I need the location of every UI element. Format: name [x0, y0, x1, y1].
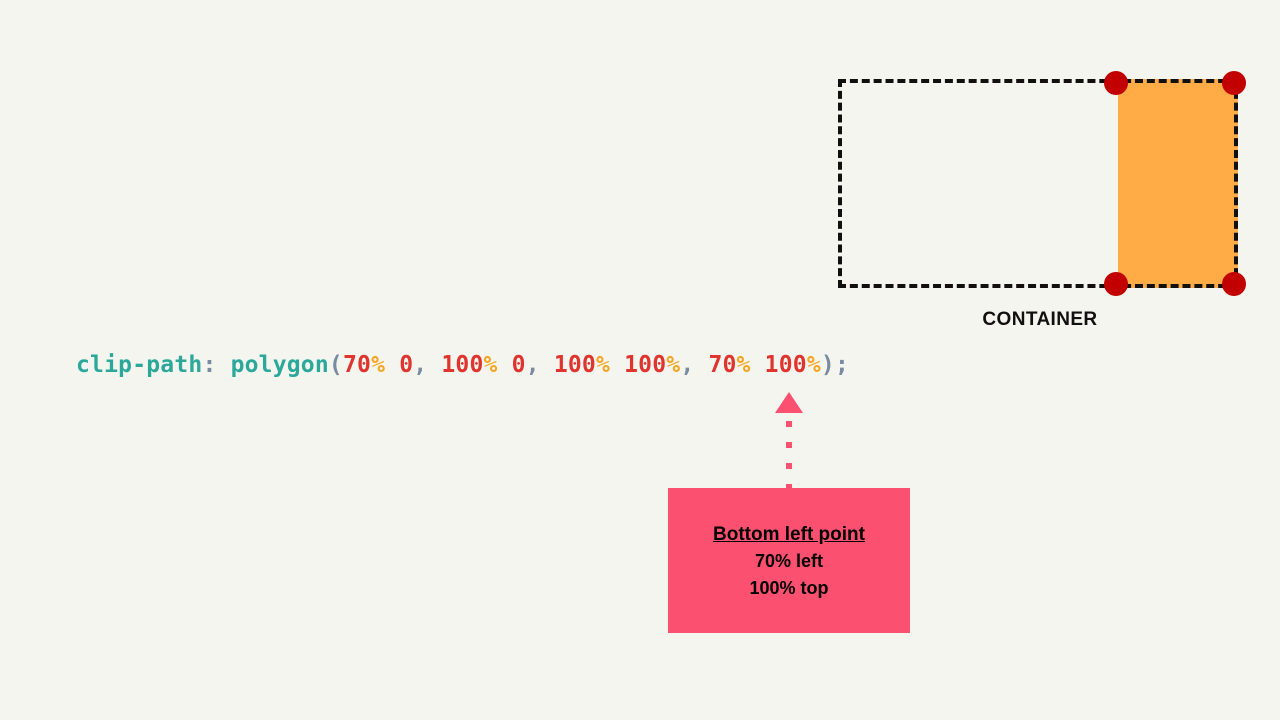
callout-stem-dot [786, 484, 792, 490]
code-token-num-6: 100 [624, 352, 667, 378]
code-token-open-paren: ( [328, 352, 343, 378]
code-token-sep-4 [751, 352, 765, 378]
vertex-dot-top-left[interactable] [1104, 71, 1129, 95]
tooltip-top-value: 100% top [749, 577, 829, 598]
code-token-num-3: 100 [441, 352, 484, 378]
code-token-unit-7: % [736, 352, 751, 378]
code-token-semicolon: ; [834, 352, 850, 378]
code-token-colon: : [202, 352, 217, 378]
vertex-dot-bottom-left[interactable] [1104, 272, 1129, 296]
code-token-property: clip-path [76, 352, 203, 378]
code-token-sep-2 [498, 352, 512, 378]
code-token-num-1: 70 [342, 352, 372, 378]
code-token-comma-2: , [525, 352, 554, 378]
callout-stem-dot [786, 421, 792, 427]
code-token-unit-3: % [483, 352, 498, 378]
clip-path-code-line: clip-path: polygon(70% 0, 100% 0, 100% 1… [76, 352, 849, 378]
point-info-tooltip: Bottom left point 70% left 100% top [668, 488, 910, 633]
code-token-num-4: 0 [511, 352, 526, 378]
tooltip-left-value: 70% left [754, 550, 824, 571]
code-token-close-paren: ) [820, 352, 835, 378]
code-token-function: polygon [230, 352, 329, 378]
code-token-num-7: 70 [708, 352, 737, 378]
code-token-sep-3 [610, 352, 624, 378]
code-token-unit-5: % [595, 352, 611, 378]
vertex-dot-bottom-right[interactable] [1222, 272, 1246, 296]
code-token-unit-1: % [371, 352, 386, 378]
container-dashed-outline [838, 71, 1246, 296]
code-token-num-5: 100 [553, 352, 596, 378]
code-token-num-2: 0 [399, 352, 414, 378]
code-token-unit-6: % [666, 352, 681, 378]
clipped-orange-shape [1118, 79, 1238, 288]
container-label: CONTAINER [982, 309, 1098, 330]
code-token-num-8: 100 [764, 352, 807, 378]
clip-path-demo-stage [838, 71, 1246, 296]
code-token-sep-1 [385, 352, 399, 378]
code-token-comma-1: , [413, 352, 442, 378]
callout-stem-dot [786, 463, 792, 469]
code-token-unit-8: % [806, 352, 821, 378]
callout-arrow-up-icon [775, 392, 803, 413]
callout-stem-dot [786, 442, 792, 448]
tooltip-title: Bottom left point [713, 524, 865, 545]
code-token-space-1 [217, 352, 231, 378]
vertex-dot-top-right[interactable] [1222, 71, 1246, 95]
code-token-comma-3: , [680, 352, 709, 378]
